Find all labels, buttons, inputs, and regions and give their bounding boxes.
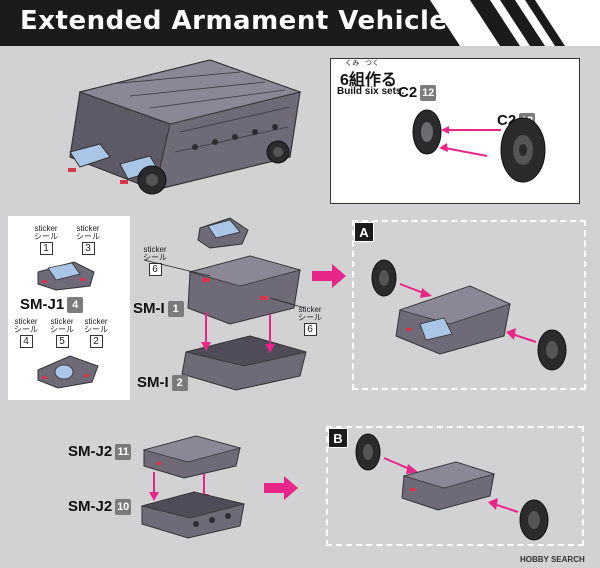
assembled-vehicle-illustration: [68, 59, 302, 195]
sticker-callout-1: sticker シール 1: [34, 224, 58, 255]
page-title: Extended Armament Vehicle: [20, 6, 448, 36]
hobby-search-watermark: HOBBY SEARCH: [520, 555, 585, 564]
sticker-callout-4: sticker シール 4: [14, 317, 38, 348]
step-a-badge: A: [354, 222, 374, 242]
sticker-callout-6b: sticker シール 6: [298, 305, 322, 336]
part-name: SM-J1: [20, 296, 65, 313]
sticker-number: 6: [148, 263, 162, 276]
part-name: SM-J2: [68, 443, 113, 460]
part-number-badge: 1: [167, 300, 184, 317]
sticker-number: 2: [89, 335, 103, 348]
part-number-badge: 10: [115, 498, 132, 515]
part-label-sm-i-2: SM-I 2: [137, 374, 188, 391]
sticker-callout-2: sticker シール 2: [84, 317, 108, 348]
sticker-number: 6: [303, 323, 317, 336]
part-name: SM-J2: [68, 498, 113, 515]
sticker-number: 1: [39, 242, 53, 255]
part-number-badge: 12: [420, 84, 437, 101]
part-label-sm-j2-10: SM-J2 10: [68, 498, 132, 515]
wheel-assembly-illustration: [412, 109, 546, 183]
sticker-callout-5: sticker シール 5: [50, 317, 74, 348]
part-label-sm-i-1: SM-I 1: [133, 300, 184, 317]
sticker-number: 4: [19, 335, 33, 348]
step-b-badge: B: [328, 428, 348, 448]
sticker-number: 3: [81, 242, 95, 255]
sm-j1-part-illustration: [37, 261, 95, 291]
step-a-direction-arrow: [312, 264, 346, 288]
sm-i-assembly-illustration: [143, 217, 307, 391]
part-name: SM-I: [137, 374, 169, 391]
step-b-result-illustration: [355, 433, 549, 541]
step-b-direction-arrow: [264, 476, 298, 500]
step-a-panel: [352, 220, 586, 390]
sticker-number: 5: [55, 335, 69, 348]
header-stripes-decoration: [430, 0, 600, 46]
part-name: SM-I: [133, 300, 165, 317]
part-number-badge: 2: [171, 374, 188, 391]
step-a-result-illustration: [371, 259, 567, 371]
part-label-sm-j2-11: SM-J2 11: [68, 443, 132, 460]
sm-j1-sticker-placement-illustration: [37, 355, 99, 389]
part-number-badge: 11: [115, 443, 132, 460]
step-b-panel: [326, 426, 584, 546]
sticker-callout-6a: sticker シール 6: [143, 245, 167, 276]
part-prefix: C2: [398, 84, 418, 101]
build-note-english: Build six sets.: [337, 86, 405, 97]
part-label-sm-j1: SM-J1 4: [20, 296, 84, 313]
wheel-part-label-left: C2 12: [398, 84, 437, 101]
build-note-japanese: 6組作る: [340, 72, 397, 89]
build-note-ruby-2: つく: [365, 60, 379, 67]
part-number-badge: 4: [67, 296, 84, 313]
sticker-callout-3: sticker シール 3: [76, 224, 100, 255]
sm-j2-assembly-illustration: [140, 435, 245, 539]
build-note-ruby-1: くみ: [345, 60, 360, 67]
